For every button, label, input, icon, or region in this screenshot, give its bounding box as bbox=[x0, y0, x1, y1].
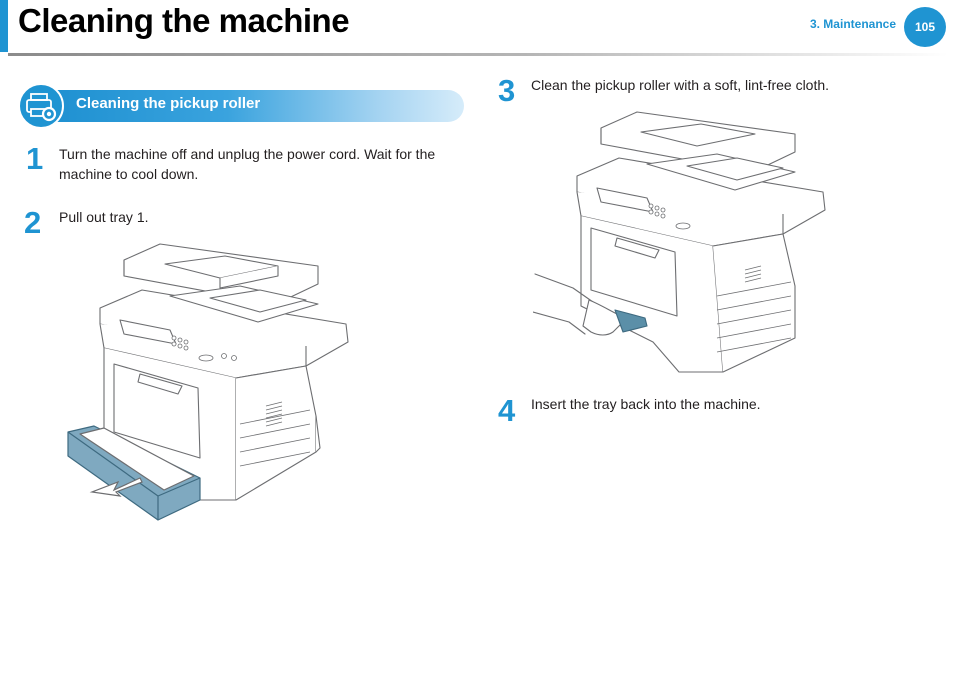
paper-tray bbox=[67, 425, 201, 521]
step-2-number: 2 bbox=[24, 205, 42, 240]
header-divider bbox=[8, 53, 948, 56]
cleaning-roller-illustration bbox=[533, 111, 826, 373]
pull-direction-arrow bbox=[89, 477, 143, 497]
step-1-number: 1 bbox=[26, 141, 44, 176]
section-heading-bar bbox=[34, 90, 464, 122]
chapter-label: 3. Maintenance bbox=[809, 17, 896, 31]
step-4-number: 4 bbox=[498, 393, 516, 428]
step-4-text: Insert the tray back into the machine. bbox=[531, 396, 761, 412]
step-3-number: 3 bbox=[498, 73, 516, 108]
printer-tray-pulled-illustration bbox=[67, 243, 349, 521]
step-3-text: Clean the pickup roller with a soft, lin… bbox=[531, 77, 830, 93]
page-number-badge: 105 bbox=[904, 7, 946, 47]
step-2-text: Pull out tray 1. bbox=[59, 209, 149, 225]
page-title: Cleaning the machine bbox=[18, 2, 350, 39]
hand-with-cloth bbox=[533, 273, 648, 336]
step-1-text: Turn the machine off and unplug the powe… bbox=[59, 146, 436, 182]
header-accent-bar bbox=[0, 0, 8, 52]
section-title: Cleaning the pickup roller bbox=[76, 95, 261, 112]
printer-tool-icon bbox=[18, 83, 64, 129]
